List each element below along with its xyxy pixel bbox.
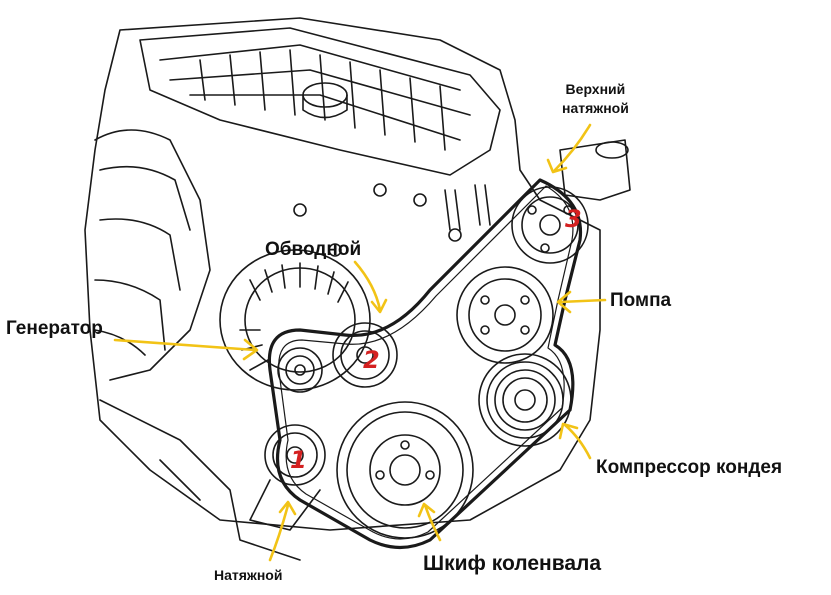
- alternator-body: [219, 249, 371, 391]
- upper-tensioner-pulley: [511, 186, 589, 264]
- engine-block-outline: [84, 17, 601, 531]
- label-water-pump: Помпа: [610, 290, 672, 311]
- arrow-upper-tensioner: [546, 123, 592, 174]
- label-alternator: Генератор: [6, 318, 103, 339]
- label-ac-compressor: Компрессор кондея: [596, 457, 783, 478]
- arrow-ac-compressor: [558, 422, 592, 460]
- serpentine-belt: [267, 178, 583, 550]
- label-tensioner: Натяжной: [214, 567, 283, 583]
- marker-2: 2: [363, 346, 380, 374]
- arrow-crankshaft: [417, 502, 442, 542]
- marker-3: 3: [565, 205, 582, 233]
- ac-compressor-pulley: [478, 353, 572, 447]
- label-idler: Обводной: [265, 239, 362, 260]
- label-crankshaft-pulley: Шкиф коленвала: [423, 552, 602, 575]
- arrow-water-pump: [556, 290, 607, 314]
- lower-tensioner-pulley: [264, 424, 326, 486]
- label-upper-tensioner-line1: Верхний: [565, 81, 626, 97]
- marker-1: 1: [290, 446, 307, 474]
- arrow-idler: [353, 260, 388, 314]
- crankshaft-pulley-shape: [336, 401, 474, 539]
- arrow-alternator: [113, 338, 259, 361]
- coolant-reservoir: [559, 139, 631, 201]
- water-pump-pulley: [456, 266, 554, 364]
- idler-pulley: [332, 322, 398, 388]
- arrow-tensioner: [268, 500, 297, 562]
- label-upper-tensioner: Верхний натяжной: [562, 80, 629, 118]
- label-upper-tensioner-line2: натяжной: [562, 100, 629, 116]
- valve-cover: [139, 27, 501, 176]
